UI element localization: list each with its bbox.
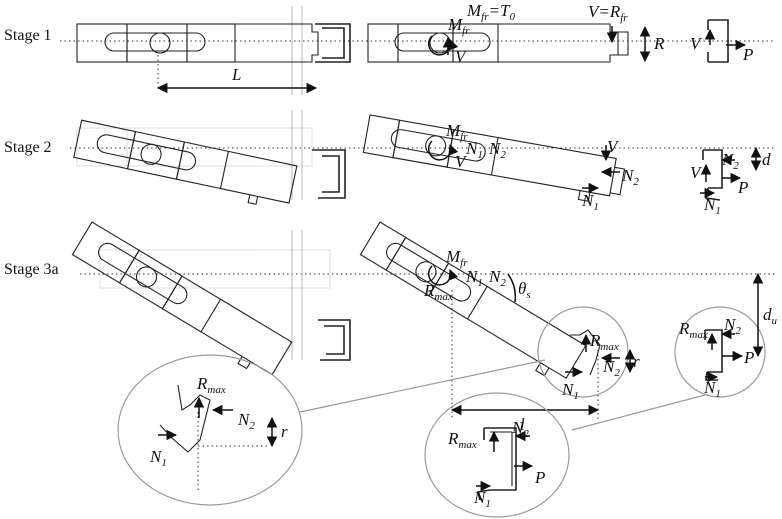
label-Mfr-stage2: Mfr: [445, 121, 468, 143]
label-L: L: [231, 65, 241, 84]
stage1-latch: [76, 6, 351, 95]
label-Mfr-stage1: Mfr: [447, 15, 470, 37]
stage1-clip: [707, 19, 729, 63]
label-Rmax-large: Rmax: [196, 374, 226, 396]
label-P-stage1: P: [742, 45, 753, 64]
label-V-eq: V=Rfr: [588, 2, 628, 24]
zoom-ellipse-clip: [424, 392, 570, 518]
label-P-stage2: P: [737, 178, 748, 197]
label-r-small: r: [633, 352, 640, 371]
label-Mfr-eq: Mfr=T0: [466, 1, 515, 23]
label-V-stage2-tip: V: [607, 137, 620, 156]
label-Rmax-stage3a: Rmax: [423, 281, 453, 303]
label-N1-clip-large: N1: [473, 488, 491, 510]
label-N1-clip: N1: [703, 378, 721, 400]
label-V-stage1: V: [455, 47, 468, 66]
label-theta: θs: [518, 279, 531, 301]
label-Rmax-small: Rmax: [589, 331, 619, 353]
label-N2-clip-large: N2: [511, 418, 529, 440]
latch-tip-large: [159, 384, 211, 453]
stage1-fbd: [367, 23, 629, 63]
label-R: R: [653, 34, 665, 53]
label-V-stage2: V: [455, 152, 468, 171]
label-N1-stage2-a: N1: [465, 139, 483, 161]
stage2-latch: [73, 110, 346, 205]
moment-arrow-stage2: [427, 140, 459, 161]
stage-3a-label: Stage 3a: [4, 261, 59, 278]
zoom-ellipse-latch-tip: [117, 354, 303, 506]
zoom-connector-latch: [299, 359, 546, 413]
stage-2-label: Stage 2: [4, 139, 52, 156]
label-N2-clip2: N2: [721, 150, 739, 172]
label-N1-stage2: N1: [581, 191, 599, 213]
label-N2-stage2: N2: [621, 166, 639, 188]
label-N1-clip2: N1: [703, 195, 721, 217]
label-V-clip: V: [690, 34, 703, 53]
label-V-clip2: V: [690, 163, 703, 182]
label-l: l: [520, 415, 525, 434]
label-N2-large: N2: [237, 410, 255, 432]
label-N1-small: N1: [561, 380, 579, 402]
label-du: du: [763, 305, 778, 327]
latch-tip-small: [570, 329, 601, 376]
label-Rmax-clip: Rmax: [678, 319, 708, 341]
stage3a-fbd: [359, 221, 587, 379]
label-Rmax-clip-large: Rmax: [447, 429, 477, 451]
label-Mfr-stage3a: Mfr: [445, 247, 468, 269]
label-N2-clip: N2: [723, 315, 741, 337]
label-d: d: [762, 150, 771, 169]
label-P-clip: P: [743, 348, 754, 367]
label-N2-stage3a-a: N2: [488, 267, 506, 289]
label-N2-stage2-a: N2: [488, 139, 506, 161]
label-N1-stage3a-a: N1: [465, 267, 483, 289]
label-P-clip-large: P: [534, 468, 545, 487]
label-N2-small: N2: [602, 357, 620, 379]
label-r-large: r: [281, 422, 288, 441]
label-N1-large: N1: [149, 447, 167, 469]
zoom-connector-clip: [571, 394, 706, 431]
stage-1-label: Stage 1: [4, 27, 52, 44]
moment-arrow-stage3a: [427, 265, 459, 286]
angle-arc-theta: [507, 273, 517, 303]
zoom-circle-clip: [674, 306, 766, 398]
stage3a-latch: [71, 221, 351, 376]
